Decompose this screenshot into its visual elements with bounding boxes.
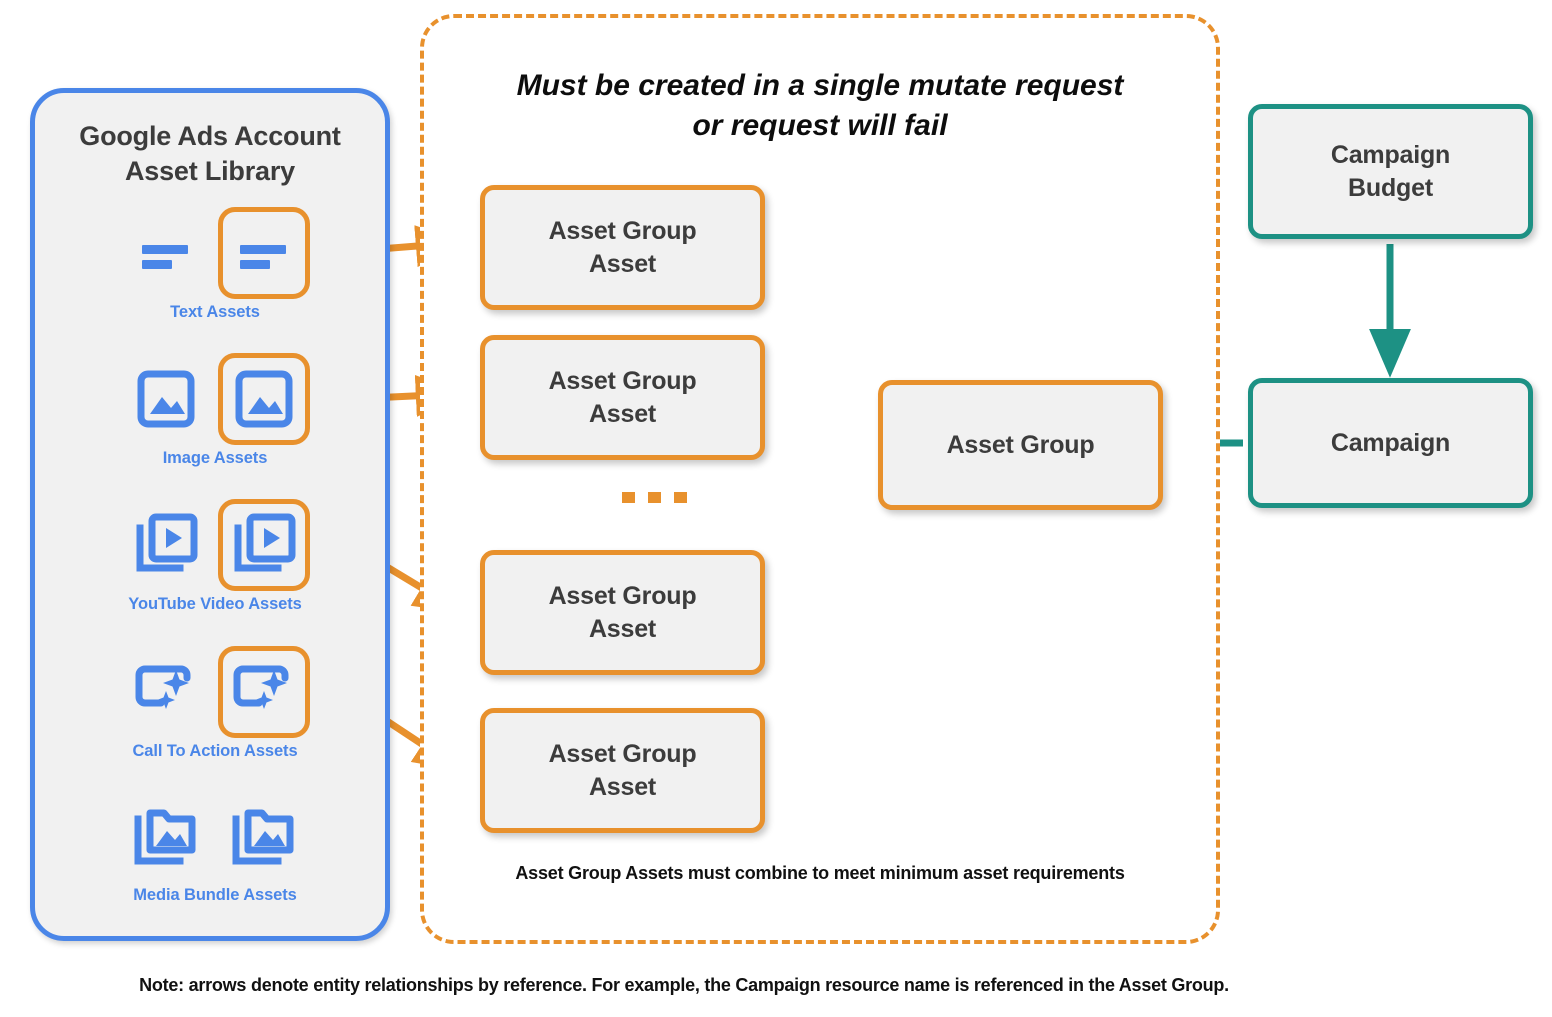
node-label-line-1: Asset Group <box>548 217 697 245</box>
node-label-line-1: Asset Group <box>548 582 697 610</box>
youtube-video-asset-icon-plain <box>120 499 212 591</box>
asset-label-youtube-video: YouTube Video Assets <box>128 595 302 613</box>
node-label-line-2: Asset <box>588 772 657 801</box>
mutate-title-line-1: Must be created in a single mutate reque… <box>516 69 1124 102</box>
call-to-action-asset-icon-plain <box>120 646 212 738</box>
asset-library-panel: Google Ads Account Asset Library Text As… <box>30 88 390 941</box>
asset-label-media-bundle: Media Bundle Assets <box>133 886 297 904</box>
node-label: Asset Group <box>946 430 1095 459</box>
ellipsis-dot <box>622 492 635 503</box>
campaign-node[interactable]: Campaign <box>1248 378 1533 508</box>
image-asset-icon-plain <box>120 353 212 445</box>
node-label-line-2: Asset <box>588 399 657 428</box>
youtube-video-asset-icon <box>136 513 198 572</box>
node-label-line-2: Asset <box>588 614 657 643</box>
text-asset-icon <box>142 245 188 269</box>
ellipsis-indicator <box>622 492 687 503</box>
asset-library-title-line-2: Asset Library <box>125 155 295 186</box>
node-label: Campaign <box>1330 428 1451 457</box>
mutate-request-title: Must be created in a single mutate reque… <box>464 66 1176 145</box>
youtube-video-asset-icon <box>234 513 296 572</box>
media-bundle-asset-icon <box>232 809 294 865</box>
text-asset-icon-highlighted[interactable] <box>218 207 310 299</box>
node-label-line-1: Campaign <box>1330 141 1451 169</box>
campaign-budget-node[interactable]: Campaign Budget <box>1248 104 1533 239</box>
node-label-line-1: Asset Group <box>548 740 697 768</box>
asset-row-media-bundle: Media Bundle Assets <box>35 788 395 916</box>
call-to-action-asset-icon-highlighted[interactable] <box>218 646 310 738</box>
node-label-line-1: Asset Group <box>548 367 697 395</box>
diagram-note: Note: arrows denote entity relationships… <box>139 975 1229 995</box>
text-asset-icon <box>240 245 286 269</box>
asset-label-image: Image Assets <box>162 449 268 467</box>
asset-label-text: Text Assets <box>170 303 260 321</box>
asset-library-title: Google Ads Account Asset Library <box>35 119 385 188</box>
asset-group-asset-node-2[interactable]: Asset Group Asset <box>480 335 765 460</box>
media-bundle-asset-icon <box>134 809 196 865</box>
asset-row-youtube-video: YouTube Video Assets <box>35 497 395 625</box>
asset-row-image: Image Assets <box>35 351 395 479</box>
asset-label-call-to-action: Call To Action Assets <box>132 742 298 760</box>
media-bundle-asset-icon-plain-2 <box>218 790 310 882</box>
asset-group-asset-node-1[interactable]: Asset Group Asset <box>480 185 765 310</box>
media-bundle-asset-icon-plain-1 <box>120 790 212 882</box>
asset-group-node[interactable]: Asset Group <box>878 380 1163 510</box>
call-to-action-asset-icon <box>135 665 191 709</box>
image-asset-icon <box>235 370 293 428</box>
youtube-video-asset-icon-highlighted[interactable] <box>218 499 310 591</box>
asset-group-asset-node-4[interactable]: Asset Group Asset <box>480 708 765 833</box>
text-asset-icon-plain <box>120 207 212 299</box>
asset-row-text: Text Assets <box>35 205 395 333</box>
node-label-line-2: Asset <box>588 249 657 278</box>
image-asset-icon-highlighted[interactable] <box>218 353 310 445</box>
mutate-footnote: Asset Group Assets must combine to meet … <box>515 863 1125 883</box>
asset-row-call-to-action: Call To Action Assets <box>35 644 395 772</box>
ellipsis-dot <box>674 492 687 503</box>
asset-library-title-line-1: Google Ads Account <box>79 121 341 151</box>
call-to-action-asset-icon <box>233 665 289 709</box>
asset-group-asset-node-3[interactable]: Asset Group Asset <box>480 550 765 675</box>
image-asset-icon <box>137 370 195 428</box>
node-label-line-2: Budget <box>1348 173 1433 202</box>
ellipsis-dot <box>648 492 661 503</box>
mutate-title-line-2: or request will fail <box>692 108 948 142</box>
